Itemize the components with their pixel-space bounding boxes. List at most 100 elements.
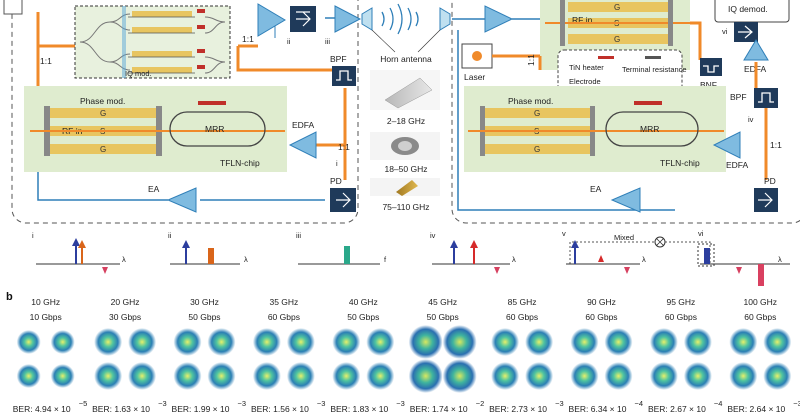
constellation-ber: BER: 6.34 × 10 [569, 404, 627, 414]
horn-band-3: 75–110 GHz [382, 202, 429, 212]
g-top-left: G [100, 109, 106, 118]
constellation-frequency: 30 GHz [190, 297, 219, 307]
bnf-label: BNF [700, 80, 717, 90]
rf-amplifier-icon [334, 5, 362, 33]
constellation-ber-exponent: −4 [714, 399, 723, 408]
spectrum-iv-label: iv [430, 231, 436, 240]
constellation-cluster [50, 364, 75, 388]
constellation-cluster [729, 362, 758, 390]
constellation-cluster [128, 328, 157, 356]
constellation-cluster [207, 362, 236, 390]
constellation-frequency: 90 GHz [587, 297, 616, 307]
ea-right-label: EA [590, 184, 602, 194]
constellation-data-rate: 30 Gbps [109, 312, 141, 322]
horn-antenna-title: Horn antenna [380, 54, 432, 64]
constellation-frequency: 10 GHz [31, 297, 60, 307]
splitter2-right-label: 1:1 [770, 140, 782, 150]
constellation-ber: BER: 2.64 × 10 [727, 404, 785, 414]
iq-demod-label: IQ demod. [728, 4, 768, 14]
fiber-left-d [236, 46, 347, 80]
constellation-cluster [570, 362, 599, 390]
mrr-left-label: MRR [205, 124, 224, 134]
chip-left-label: TFLN-chip [220, 158, 260, 168]
constellation-data-rate: 50 Gbps [188, 312, 220, 322]
constellation-cluster [525, 328, 554, 356]
legend-electrode: Electrode [569, 77, 601, 86]
constellation-ber-exponent: −3 [793, 399, 800, 408]
splitter-right-label: 1:1 [242, 34, 254, 44]
edfa-top-right-icon [743, 39, 769, 61]
constellation-ber: BER: 1.74 × 10 [410, 404, 468, 414]
horn-tx-icon [361, 7, 373, 31]
splitter-left-label: 1:1 [40, 56, 52, 66]
constellation-cluster [173, 328, 202, 356]
heater-left [198, 101, 226, 105]
horn-band-2: 18–50 GHz [385, 164, 428, 174]
constellation-cluster [525, 362, 554, 390]
horn-antenna-section: Horn antenna 2–18 GHz 18–50 GHz 75–110 G… [361, 3, 451, 212]
constellation-data-rate: 60 Gbps [744, 312, 776, 322]
horn-rx-icon [439, 7, 451, 31]
constellation-frequency: 100 GHz [744, 297, 778, 307]
spectrum-iii-axis: f [384, 255, 387, 264]
g-top-right: G [614, 3, 620, 12]
spectrum-v-note: Mixed [614, 233, 634, 242]
constellation-frequency: 45 GHz [428, 297, 457, 307]
constellation-cluster [286, 328, 315, 356]
constellation-cluster [649, 362, 678, 390]
constellation-cluster [408, 325, 443, 359]
pd-right-label: PD [764, 176, 776, 186]
constellation-cluster [286, 362, 315, 390]
ea-right-icon [610, 187, 641, 213]
constellation-cluster [763, 328, 792, 356]
legend-terminal: Terminal resistance [622, 65, 687, 74]
node-iii-label: iii [325, 37, 330, 46]
mrr-right-label: MRR [640, 124, 659, 134]
constellation-cluster [729, 328, 758, 356]
constellation-cluster [604, 328, 633, 356]
spectrum-ii-axis: λ [244, 255, 248, 264]
constellation-cluster [683, 328, 712, 356]
left-transmitter: 1:1 IQ mod. 1:1 ii iii [3, 0, 362, 224]
g-top-right-2: G [534, 109, 540, 118]
amplifier-icon [257, 3, 286, 37]
spectrum-i-axis: λ [122, 255, 126, 264]
constellation-ber: BER: 2.67 × 10 [648, 404, 706, 414]
constellation-frequency: 40 GHz [349, 297, 378, 307]
spectra-row: i λ ii λ iii f iv λ v Mixed λ v [32, 229, 790, 286]
spectrum-i-label: i [32, 231, 34, 240]
iq-mod-label: IQ mod. [125, 69, 152, 78]
rf-in-right: RF in [572, 15, 593, 25]
panel-b-label: b [6, 291, 13, 303]
constellation-ber: BER: 1.83 × 10 [330, 404, 388, 414]
constellation-data-rate: 60 Gbps [506, 312, 538, 322]
laser-label: Laser [464, 72, 485, 82]
constellation-cluster [173, 362, 202, 390]
chip-right-label: TFLN-chip [660, 158, 700, 168]
constellation-ber-exponent: −5 [79, 399, 88, 408]
electrode-g-top [48, 108, 158, 118]
constellation-cluster [649, 328, 678, 356]
constellation-ber-exponent: −4 [635, 399, 644, 408]
constellation-ber: BER: 4.94 × 10 [13, 404, 71, 414]
phase-mod-left-label: Phase mod. [80, 96, 125, 106]
g-bot-right-2: G [534, 145, 540, 154]
node-i-label: i [336, 159, 338, 168]
edfa-left-icon [288, 131, 317, 159]
constellation-cluster [16, 364, 41, 388]
constellation-data-rate: 50 Gbps [427, 312, 459, 322]
constellation-cluster [442, 359, 477, 393]
left-top-box [3, 0, 23, 15]
constellation-ber: BER: 2.73 × 10 [489, 404, 547, 414]
constellation-data-rate: 60 Gbps [665, 312, 697, 322]
constellation-cluster [252, 328, 281, 356]
constellation-data-rate: 10 Gbps [30, 312, 62, 322]
edfa-right-label: EDFA [726, 160, 749, 170]
constellation-ber-exponent: −2 [476, 399, 485, 408]
spectrum-ii-label: ii [168, 231, 172, 240]
